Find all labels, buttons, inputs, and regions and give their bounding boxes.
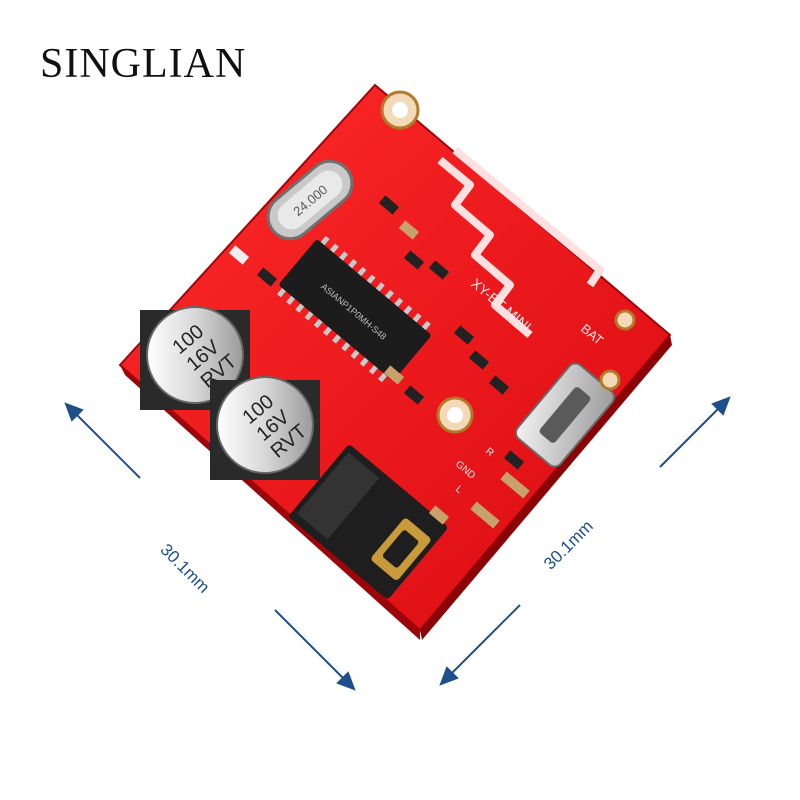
dimension-arrow-right	[439, 396, 731, 686]
brand-logo-text: SINGLIAN	[40, 41, 247, 87]
crystal-oscillator: 24.000	[266, 159, 354, 241]
mounting-hole-center	[447, 407, 463, 423]
pad-label-l: L	[453, 484, 465, 496]
micro-usb-port	[514, 362, 616, 468]
main-chip: ASIANP1P0MH-S48	[276, 235, 431, 383]
capacitor-2: 100 16V RVT	[210, 376, 320, 480]
audio-jack	[289, 445, 448, 599]
antenna-trace	[437, 146, 604, 339]
mounting-hole-center	[392, 102, 408, 118]
smd-components	[228, 195, 636, 529]
dimension-arrow-left	[64, 402, 356, 691]
